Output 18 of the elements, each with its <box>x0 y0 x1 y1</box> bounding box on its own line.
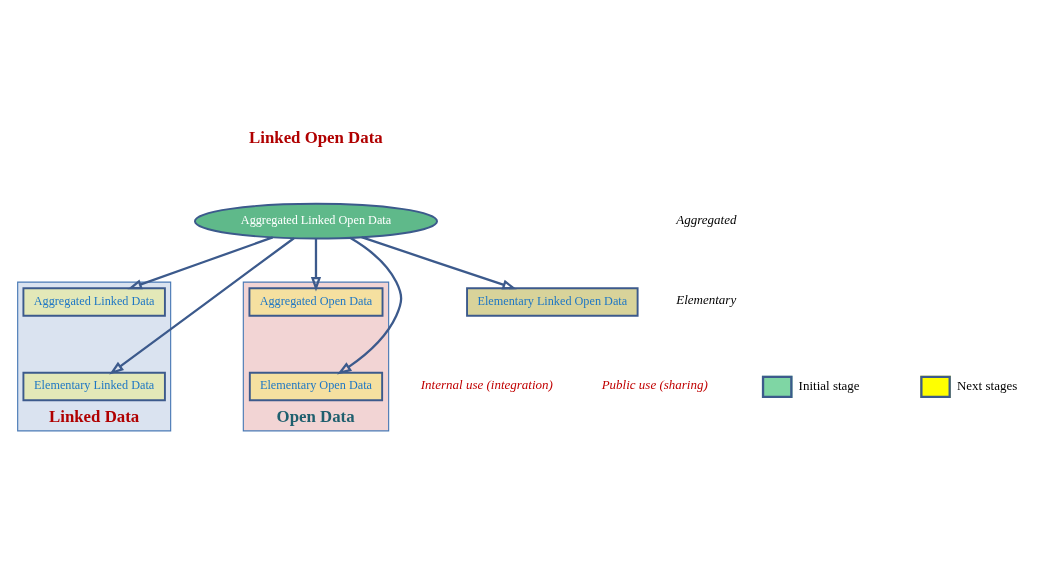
node-box: Elementary Linked Open Data <box>466 286 639 317</box>
node-box: Aggregated Linked Data <box>22 286 166 317</box>
label: Aggregated <box>676 211 737 227</box>
legend-label: Initial stage <box>798 377 860 393</box>
legend-label: Next stages <box>956 377 1018 393</box>
arrow <box>337 236 403 374</box>
node-box: Elementary Open Data <box>248 371 384 401</box>
arrow <box>310 238 322 291</box>
arrow <box>109 236 295 375</box>
arrow <box>361 235 517 289</box>
node-ellipse: Aggregated Linked Open Data <box>193 202 438 239</box>
label: Linked Open Data <box>249 127 383 147</box>
node-box: Elementary Linked Data <box>22 371 166 401</box>
label: Public use (sharing) <box>601 376 708 392</box>
arrow <box>127 235 274 289</box>
node-box: Aggregated Open Data <box>248 286 384 317</box>
label: Elementary <box>676 291 737 307</box>
label: Internal use (integration) <box>420 376 553 392</box>
